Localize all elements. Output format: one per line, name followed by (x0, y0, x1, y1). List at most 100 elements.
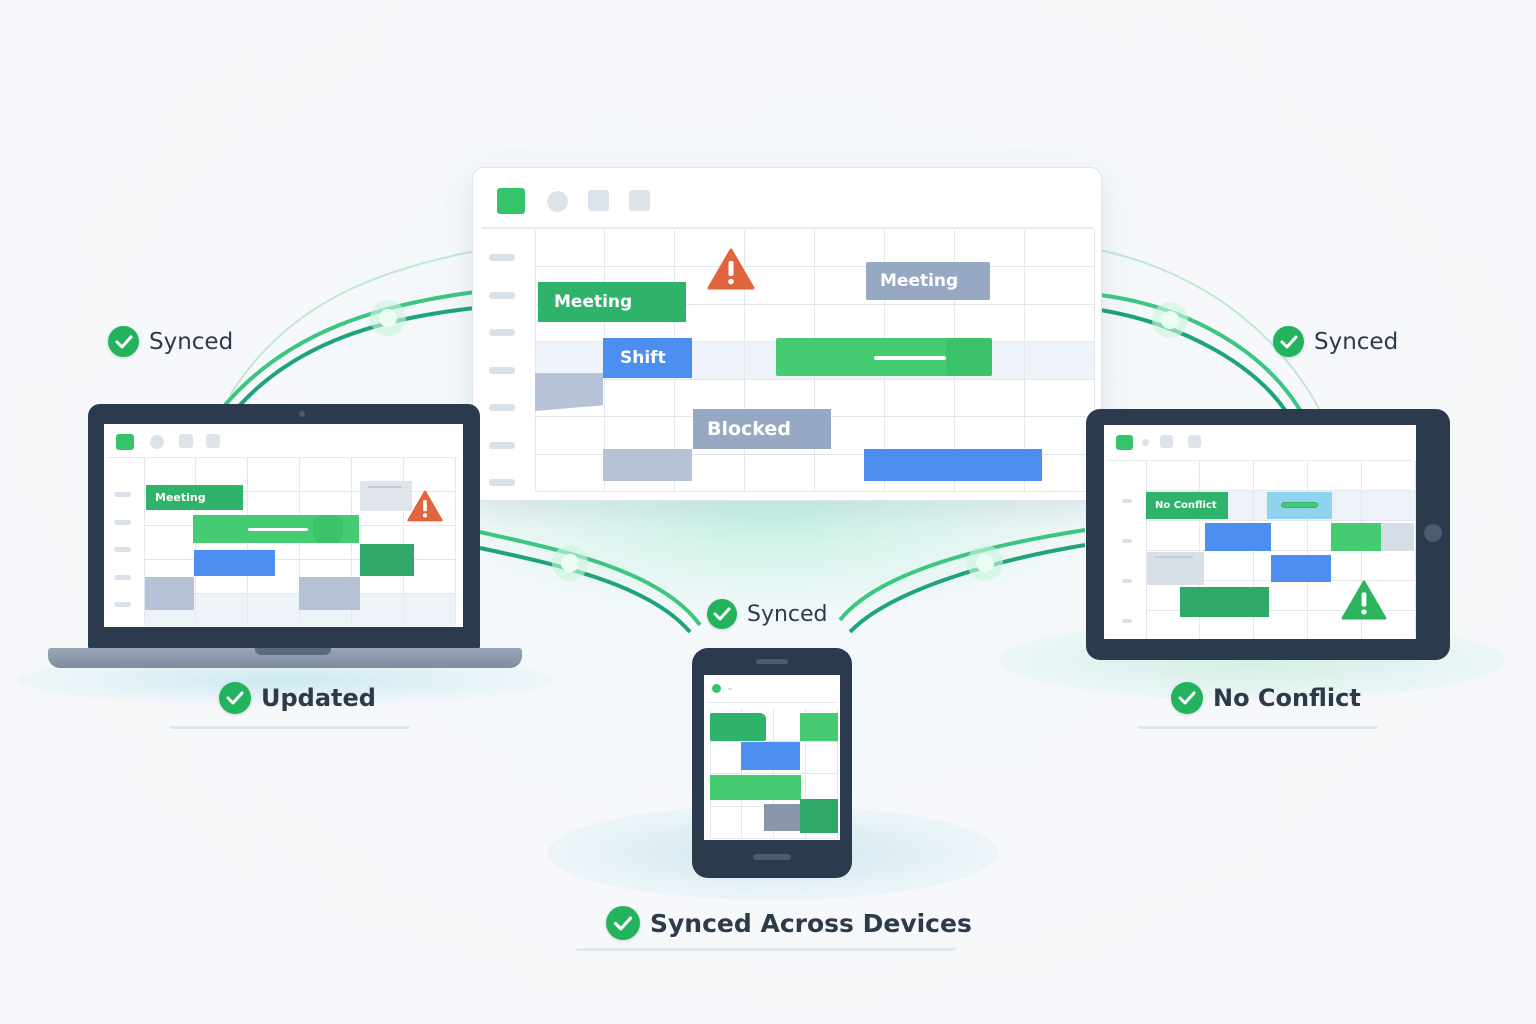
grid-cell[interactable] (675, 230, 745, 268)
drag-handle[interactable] (248, 528, 308, 531)
grid-cell[interactable] (144, 526, 196, 560)
grid-cell[interactable] (774, 741, 806, 774)
grid-cell[interactable] (1146, 611, 1200, 639)
grid-cell[interactable] (806, 741, 838, 774)
event-block[interactable] (710, 713, 766, 741)
drag-handle[interactable] (874, 356, 946, 360)
grid-cell[interactable] (1025, 230, 1095, 268)
grid-cell[interactable] (1025, 267, 1095, 305)
event-meeting[interactable]: Meeting (866, 262, 990, 300)
grid-cell[interactable] (1025, 304, 1095, 343)
grid-cell[interactable] (300, 526, 352, 560)
event-no-conflict[interactable]: No Conflict (1146, 492, 1228, 519)
resize-handle[interactable] (313, 515, 343, 543)
grid-cell[interactable] (1308, 611, 1362, 639)
toolbar-square-button[interactable] (588, 190, 609, 211)
toolbar-square-button[interactable] (1188, 435, 1201, 448)
phone-home-bar[interactable] (753, 854, 791, 860)
event-block[interactable] (864, 449, 1042, 481)
event-block[interactable] (710, 775, 801, 800)
grid-cell[interactable] (675, 454, 745, 492)
event-block[interactable] (1331, 523, 1381, 551)
grid-cell[interactable] (352, 560, 404, 594)
event-block[interactable] (741, 742, 800, 770)
grid-cell[interactable] (955, 379, 1025, 418)
grid-cell[interactable] (1146, 461, 1200, 491)
grid-cell[interactable] (248, 594, 300, 627)
resize-handle[interactable] (946, 338, 992, 376)
event-block[interactable] (764, 804, 801, 831)
grid-cell[interactable] (1200, 611, 1254, 639)
grid-cell[interactable] (745, 304, 815, 343)
grid-cell[interactable] (535, 417, 605, 455)
event-block[interactable] (535, 373, 603, 411)
grid-cell[interactable] (1254, 611, 1308, 639)
grid-cell[interactable] (535, 230, 605, 268)
grid-cell[interactable] (248, 458, 300, 492)
grid-cell[interactable] (710, 806, 742, 839)
grid-cell[interactable] (1362, 551, 1416, 581)
grid-cell[interactable] (404, 492, 456, 526)
grid-cell[interactable] (300, 458, 352, 492)
grid-cell[interactable] (1362, 461, 1416, 491)
grid-cell[interactable] (1362, 581, 1416, 611)
grid-cell[interactable] (745, 267, 815, 305)
grid-cell[interactable] (745, 454, 815, 492)
toolbar-square-button[interactable] (179, 434, 193, 448)
grid-cell[interactable] (404, 526, 456, 560)
grid-cell[interactable] (196, 594, 248, 627)
grid-cell[interactable] (605, 230, 675, 268)
grid-cell[interactable] (535, 304, 605, 343)
event-meeting[interactable]: Meeting (146, 485, 243, 510)
grid-cell[interactable] (742, 709, 774, 742)
event-meeting[interactable]: Meeting (538, 282, 686, 322)
event-blocked[interactable]: Blocked (693, 409, 831, 449)
grid-cell[interactable] (1146, 521, 1200, 551)
event-block[interactable] (1381, 523, 1414, 551)
grid-cell[interactable] (1025, 379, 1095, 418)
tablet-home-button[interactable] (1424, 524, 1442, 542)
event-block[interactable] (1180, 587, 1269, 617)
event-block[interactable] (360, 544, 414, 576)
grid-cell[interactable] (815, 304, 885, 343)
grid-cell[interactable] (710, 741, 742, 774)
toolbar-circle-button[interactable] (1142, 439, 1149, 446)
grid-cell[interactable] (815, 230, 885, 268)
grid-cell[interactable] (955, 304, 1025, 343)
event-block[interactable] (1147, 552, 1204, 585)
event-editing[interactable] (776, 338, 992, 376)
grid-cell[interactable] (1254, 521, 1308, 551)
event-shift[interactable]: Shift (603, 338, 692, 378)
toolbar-square-button[interactable] (1160, 435, 1173, 448)
event-block[interactable] (603, 449, 692, 481)
grid-cell[interactable] (605, 379, 675, 418)
grid-cell[interactable] (1308, 461, 1362, 491)
event-block[interactable] (1205, 523, 1271, 551)
event-block[interactable] (145, 577, 194, 610)
grid-cell[interactable] (1200, 551, 1254, 581)
grid-cell[interactable] (1362, 491, 1416, 521)
grid-cell[interactable] (1025, 342, 1095, 380)
grid-cell[interactable] (815, 379, 885, 418)
toolbar-circle-button[interactable] (547, 191, 568, 212)
grid-cell[interactable] (955, 230, 1025, 268)
event-block[interactable] (800, 799, 838, 833)
grid-cell[interactable] (955, 267, 1025, 305)
grid-cell[interactable] (1254, 461, 1308, 491)
event-block[interactable] (299, 577, 360, 610)
grid-cell[interactable] (675, 304, 745, 343)
event-block[interactable] (800, 713, 838, 741)
grid-cell[interactable] (1308, 551, 1362, 581)
event-editing[interactable] (193, 515, 359, 543)
grid-cell[interactable] (1362, 611, 1416, 639)
event-block[interactable] (194, 550, 275, 576)
grid-cell[interactable] (196, 560, 248, 594)
grid-cell[interactable] (404, 458, 456, 492)
event-block[interactable] (1267, 492, 1332, 519)
grid-cell[interactable] (885, 379, 955, 418)
drag-handle[interactable] (1281, 502, 1318, 508)
grid-cell[interactable] (404, 560, 456, 594)
toolbar-square-button[interactable] (629, 190, 650, 211)
event-block[interactable] (360, 481, 412, 511)
grid-cell[interactable] (404, 594, 456, 627)
